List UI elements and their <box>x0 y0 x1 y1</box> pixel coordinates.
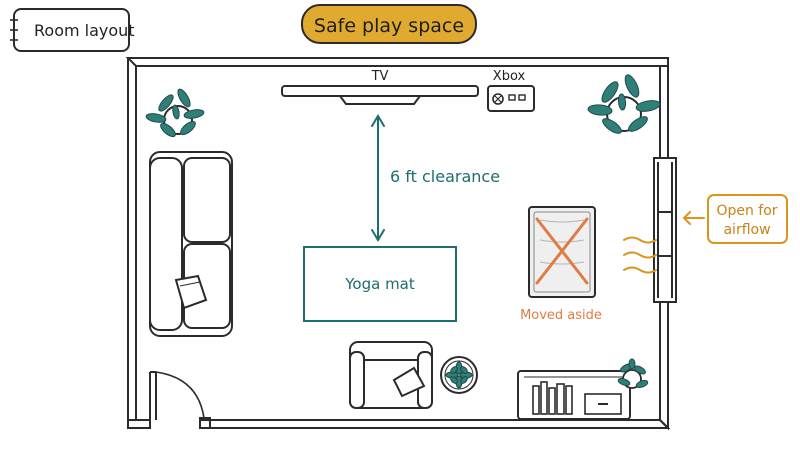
arrow-left-icon <box>682 211 705 225</box>
side-table-plant <box>440 356 478 394</box>
window-note-line1: Open for <box>716 203 777 219</box>
title-banner: Safe play space <box>301 4 477 44</box>
cross-out-icon <box>535 217 589 285</box>
clearance-label: 6 ft clearance <box>390 167 500 186</box>
spiral-binding-icon <box>10 19 18 41</box>
xbox-console: Xbox <box>487 69 535 112</box>
room-walls <box>125 57 671 431</box>
tv: TV <box>281 69 479 105</box>
sofa-cushion <box>174 274 208 310</box>
plant-top-right <box>587 74 661 134</box>
sofa <box>149 151 233 337</box>
armchair-cushion <box>392 366 426 398</box>
shelf-plant <box>617 358 649 389</box>
airflow-lines <box>623 236 657 274</box>
window-note: Open for airflow <box>682 194 788 244</box>
clearance-arrow <box>371 114 385 242</box>
bookshelf <box>517 370 631 420</box>
yoga-mat-label: Yoga mat <box>344 275 415 293</box>
xbox-label: Xbox <box>493 69 526 84</box>
room-layout-label: Room layout <box>34 21 135 40</box>
yoga-mat: Yoga mat <box>303 246 457 322</box>
armchair <box>349 341 433 409</box>
moved-aside-label: Moved aside <box>520 308 602 323</box>
door <box>149 371 205 420</box>
door-swing-arc <box>155 371 205 419</box>
room-layout-tab[interactable]: Room layout <box>10 8 135 52</box>
window-note-line2: airflow <box>723 222 770 238</box>
tv-label: TV <box>371 69 389 84</box>
moved-table: Moved aside <box>520 206 602 323</box>
plant-top-left <box>145 88 205 138</box>
page-title: Safe play space <box>314 15 464 37</box>
window <box>653 157 677 303</box>
